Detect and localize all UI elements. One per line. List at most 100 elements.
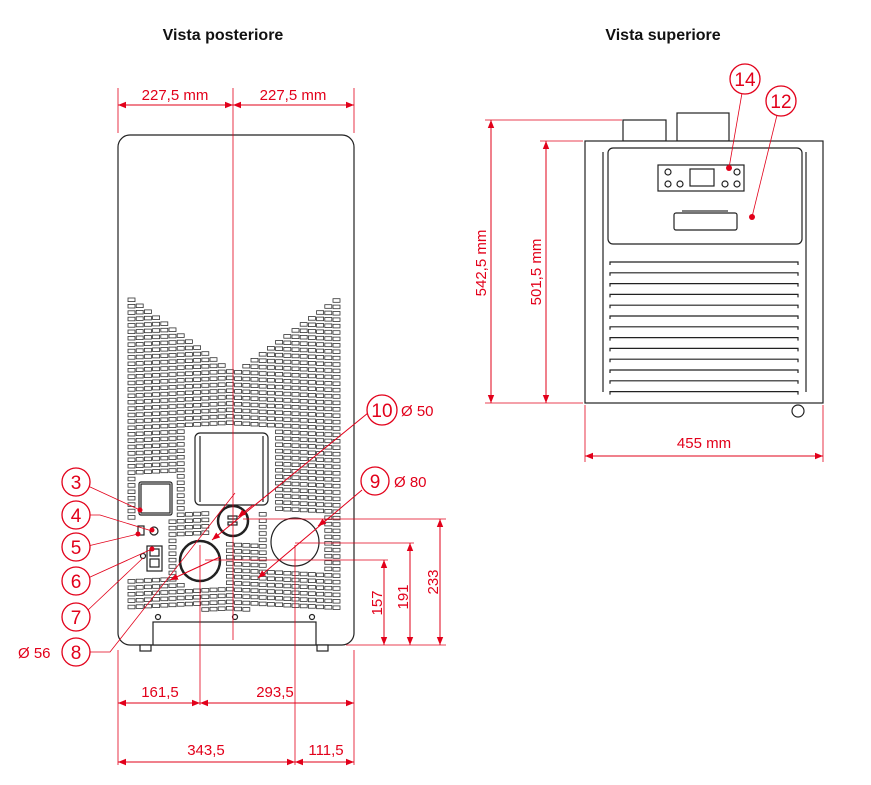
vent-slot <box>127 463 136 469</box>
vent-slot <box>299 501 308 506</box>
vent-slot <box>135 341 144 347</box>
vent-slot <box>168 333 177 339</box>
vent-slot <box>217 408 226 413</box>
vent-slot <box>176 595 185 601</box>
vent-slot <box>299 494 308 500</box>
vent-slot <box>193 588 202 593</box>
vent-slot <box>332 592 341 598</box>
vent-slot <box>291 443 300 448</box>
vent-slot <box>152 328 161 333</box>
vent-slot <box>152 315 161 320</box>
vent-slot <box>250 402 259 408</box>
vent-slot <box>283 468 292 473</box>
vent-slot <box>135 431 144 436</box>
vent-slot <box>127 348 136 354</box>
grille-line <box>609 272 799 276</box>
vent-slot <box>184 403 193 408</box>
vent-slot <box>176 461 185 466</box>
vent-slot <box>316 329 325 334</box>
vent-slot <box>291 597 300 602</box>
vent-slot <box>127 303 136 309</box>
vent-slot <box>266 352 275 357</box>
vent-slot <box>324 406 333 412</box>
vent-slot <box>316 591 325 597</box>
vent-slot <box>316 572 325 578</box>
vent-slot <box>176 378 185 383</box>
vent-slot <box>143 328 152 334</box>
vent-slot <box>283 487 292 493</box>
vent-slot <box>258 518 267 523</box>
vent-slot <box>299 603 308 609</box>
vent-slot <box>332 547 341 553</box>
vent-slot <box>193 364 202 369</box>
callout-9: 9 <box>370 472 381 493</box>
vent-slot <box>316 425 325 430</box>
vent-slot <box>324 368 333 373</box>
vent-slot <box>283 398 292 403</box>
vent-slot <box>225 542 234 547</box>
vent-slot <box>160 423 169 429</box>
vent-slot <box>201 415 210 420</box>
vent-slot <box>299 418 308 423</box>
vent-slot <box>225 567 234 573</box>
vent-slot <box>135 386 144 392</box>
vent-slot <box>176 371 185 377</box>
grille-line <box>609 358 799 363</box>
vent-slot <box>176 448 185 453</box>
vent-slot <box>176 499 185 505</box>
vent-slot <box>324 560 333 565</box>
vent-slot <box>217 587 226 592</box>
vent-slot <box>184 390 193 395</box>
vent-slot <box>168 417 177 422</box>
vent-slot <box>143 431 152 436</box>
vent-slot <box>217 414 226 419</box>
vent-slot <box>266 410 275 415</box>
vent-slot <box>291 430 300 435</box>
vent-slot <box>307 501 316 507</box>
vent-slot <box>266 346 275 351</box>
vent-slot <box>127 508 136 514</box>
vent-slot <box>193 511 202 517</box>
vent-slot <box>316 438 325 443</box>
vent-slot <box>250 543 259 548</box>
vent-slot <box>168 340 177 345</box>
vent-slot <box>291 494 300 499</box>
vent-slot <box>258 416 267 421</box>
vent-slot <box>225 548 234 553</box>
vent-slot <box>234 414 243 420</box>
vent-slot <box>299 405 308 410</box>
vent-slot <box>209 382 218 388</box>
vent-slot <box>176 333 185 338</box>
vent-slot <box>225 599 234 605</box>
vent-slot <box>135 604 144 609</box>
vent-slot <box>234 606 243 612</box>
diameter-50: Ø 50 <box>401 403 434 420</box>
vent-slot <box>242 415 251 420</box>
vent-slot <box>135 373 144 379</box>
vent-slot <box>152 321 161 327</box>
vent-slot <box>242 543 251 548</box>
vent-slot <box>258 377 267 383</box>
grille-line <box>609 315 799 319</box>
vent-slot <box>176 435 185 441</box>
vent-slot <box>160 462 169 467</box>
vent-slot <box>275 583 284 588</box>
vent-slot <box>250 396 259 401</box>
vent-slot <box>324 400 333 405</box>
vent-slot <box>201 607 210 612</box>
vent-slot <box>324 521 333 527</box>
vent-slot <box>176 390 185 396</box>
vent-slot <box>160 398 169 403</box>
vent-slot <box>266 378 275 383</box>
vent-slot <box>299 450 308 455</box>
vent-slot <box>127 374 136 379</box>
vent-slot <box>234 421 243 426</box>
grille-line <box>609 261 799 265</box>
vent-slot <box>332 330 341 335</box>
vent-slot <box>217 395 226 400</box>
vent-slot <box>225 382 234 387</box>
vent-slot <box>275 384 284 390</box>
vent-slot <box>307 482 316 487</box>
vent-slot <box>135 412 144 417</box>
vent-slot <box>176 339 185 345</box>
